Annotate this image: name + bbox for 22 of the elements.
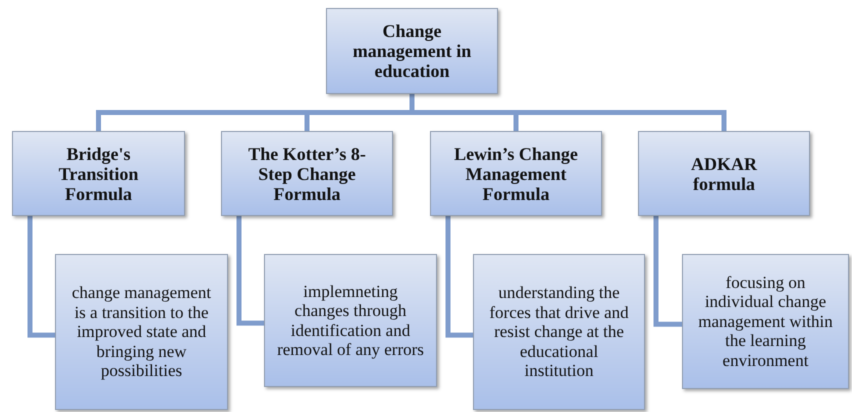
connector-line (446, 216, 473, 338)
description-box (473, 254, 645, 410)
title-box (12, 131, 185, 216)
node-text: change management is a transition to the improved state and bringing new possibilities (70, 283, 212, 381)
title-box (430, 131, 602, 216)
connector-line (28, 216, 55, 338)
title-box (221, 131, 393, 216)
node-text: Lewin’s Change Management Formula (453, 144, 579, 204)
node-text: Change management in education (352, 21, 472, 81)
node-text: Bridge's Transition Formula (58, 144, 140, 204)
title-box (326, 8, 498, 94)
connector-line (654, 216, 682, 327)
connector-line (236, 216, 264, 326)
description-box (264, 254, 437, 387)
title-box (638, 131, 810, 216)
node-text: ADKAR formula (690, 154, 758, 194)
node-text: implemneting changes through identification and removal of any errors (276, 282, 425, 360)
node-text: focusing on individual change management within the learning environment (697, 272, 834, 370)
node-text: understanding the forces that drive and resist change at the educational institution (488, 283, 630, 381)
node-text: The Kotter’s 8-Step Change Formula (247, 144, 367, 204)
description-box (682, 254, 849, 389)
description-box (55, 254, 228, 410)
